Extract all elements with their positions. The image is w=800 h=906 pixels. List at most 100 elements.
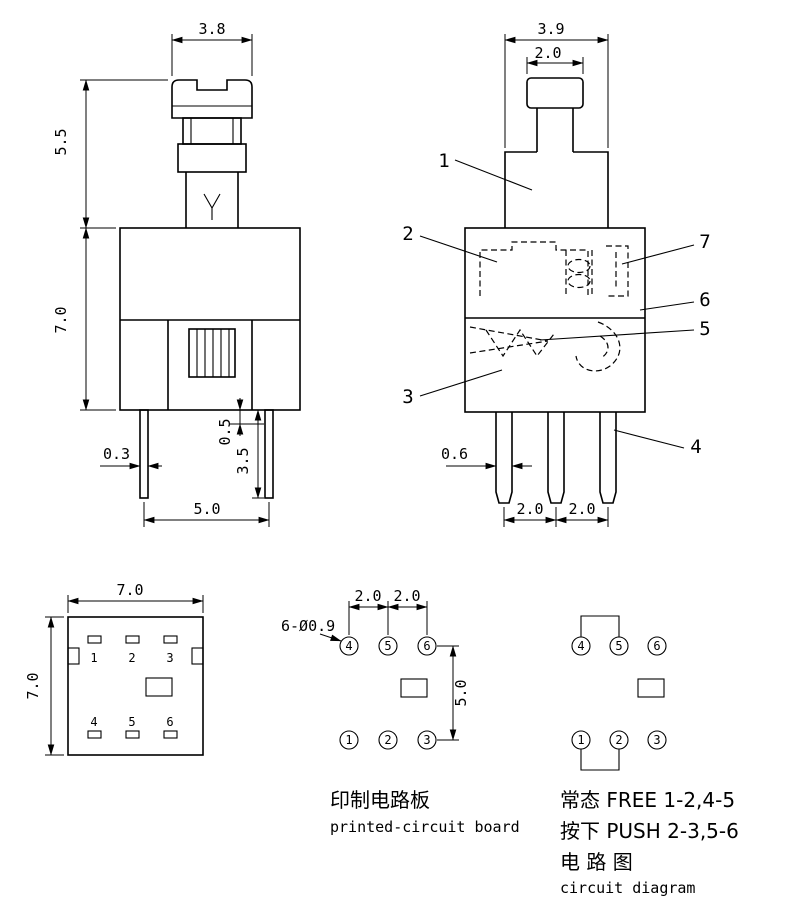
footprint-label-1: 1 xyxy=(90,651,97,665)
footprint-view: 1 2 3 4 5 6 7.0 7.0 xyxy=(24,581,204,756)
section-pin-3 xyxy=(599,412,617,504)
footprint-label-3: 3 xyxy=(166,651,173,665)
dim-label-pin-length: 3.5 xyxy=(234,447,252,474)
section-upper-housing xyxy=(504,151,609,228)
callout-1: 1 xyxy=(438,150,449,172)
pcb-caption-cn: 印制电路板 xyxy=(330,788,430,812)
pcb-hole-2-label: 2 xyxy=(384,733,391,747)
hole-size-callout: 6-Ø0.9 xyxy=(281,617,342,642)
dim-label-row-spacing: 5.0 xyxy=(452,679,470,706)
front-vent-hatch xyxy=(196,329,230,377)
section-coil-turn-1 xyxy=(567,258,591,274)
dim-pin-spacing: 5.0 xyxy=(143,500,270,527)
circuit-terminal-3-label: 3 xyxy=(653,733,660,747)
dim-label-footprint-width: 7.0 xyxy=(116,581,143,599)
circuit-note-normal: 常态 FREE 1-2,4-5 xyxy=(560,788,735,812)
front-stem xyxy=(182,117,242,145)
footprint-label-4: 4 xyxy=(90,715,97,729)
dim-pin-pitch: 2.0 2.0 xyxy=(503,500,609,527)
circuit-link-4-5 xyxy=(580,615,620,637)
section-slider-hidden xyxy=(479,241,589,296)
section-contact-bracket-hidden xyxy=(606,245,629,297)
circuit-terminal-1 xyxy=(571,730,591,750)
callout-6: 6 xyxy=(699,289,710,311)
pcb-hole-5-label: 5 xyxy=(384,639,391,653)
circuit-view: 4 5 6 1 2 3 常态 FREE 1-2,4-5 按下 PUSH 2-3,… xyxy=(560,615,739,897)
footprint-pad-4 xyxy=(87,730,102,739)
section-view-geometry xyxy=(464,77,646,504)
pcb-hole-5 xyxy=(378,636,398,656)
front-flange xyxy=(177,143,247,173)
callout-2: 2 xyxy=(402,223,413,245)
footprint-center-pad xyxy=(145,677,173,697)
dim-pin-length: 3.5 xyxy=(234,409,264,499)
pcb-hole-1-label: 1 xyxy=(345,733,352,747)
callout-6-leader xyxy=(639,301,695,311)
section-body-outline xyxy=(464,227,646,413)
callout-5-leader xyxy=(539,329,695,341)
dim-label-cap-width: 3.8 xyxy=(198,20,225,38)
section-contact-hook-hidden xyxy=(575,321,621,372)
section-spring-zigzag-hidden xyxy=(485,328,555,358)
section-pin-1 xyxy=(495,412,513,504)
circuit-title-cn: 电 路 图 xyxy=(560,850,633,874)
front-left-pin xyxy=(139,409,149,499)
dim-footprint-height: 7.0 xyxy=(24,616,64,756)
section-coil-turn-2 xyxy=(567,273,591,289)
callout-3-leader xyxy=(419,369,503,397)
circuit-terminal-6 xyxy=(647,636,667,656)
section-contact-blades-hidden xyxy=(469,326,549,354)
circuit-terminal-4 xyxy=(571,636,591,656)
dim-body-height: 7.0 xyxy=(52,227,116,411)
pcb-hole-6-label: 6 xyxy=(423,639,430,653)
pcb-center-pad xyxy=(400,678,428,698)
pcb-hole-2 xyxy=(378,730,398,750)
dim-label-section-pin-width: 0.6 xyxy=(441,445,468,463)
section-coil-housing-hidden xyxy=(565,250,593,294)
section-button-stem xyxy=(536,108,574,152)
section-pin-2 xyxy=(547,412,565,504)
dim-label-hole-pitch-left: 2.0 xyxy=(354,587,381,605)
circuit-terminal-5 xyxy=(609,636,629,656)
dim-pin-shoulder: 0.5 xyxy=(216,398,264,446)
front-latch-barb xyxy=(203,193,221,220)
section-callouts: 1 2 3 4 5 6 7 xyxy=(402,150,710,458)
dim-label-body-height: 7.0 xyxy=(52,306,70,333)
callout-2-leader xyxy=(419,235,498,263)
front-right-pin xyxy=(264,409,274,499)
front-cap-outline xyxy=(171,79,253,119)
section-view: 3.9 2.0 0.6 2.0 2.0 1 2 3 4 xyxy=(402,20,711,527)
circuit-center-pad xyxy=(637,678,665,698)
dim-hole-pitch: 2.0 2.0 xyxy=(348,587,428,635)
footprint-pad-3 xyxy=(163,635,178,644)
hole-size-callout-label: 6-Ø0.9 xyxy=(281,617,335,635)
circuit-terminal-4-label: 4 xyxy=(577,639,584,653)
pcb-hole-3-label: 3 xyxy=(423,733,430,747)
dim-label-pin-pitch-left: 2.0 xyxy=(516,500,543,518)
callout-7: 7 xyxy=(699,231,710,253)
footprint-pad-6 xyxy=(163,730,178,739)
section-button-cap xyxy=(526,77,584,109)
dim-label-hole-pitch-right: 2.0 xyxy=(393,587,420,605)
front-view-geometry xyxy=(119,79,301,499)
dim-plunger-height: 5.5 xyxy=(52,79,168,229)
callout-4: 4 xyxy=(690,436,701,458)
callout-1-leader xyxy=(454,159,533,191)
pcb-hole-6 xyxy=(417,636,437,656)
front-body-steps xyxy=(167,320,253,410)
pcb-hole-1 xyxy=(339,730,359,750)
dim-button-width: 2.0 xyxy=(526,44,584,74)
footprint-label-6: 6 xyxy=(166,715,173,729)
pcb-caption-en: printed-circuit board xyxy=(330,818,520,836)
front-body-outline xyxy=(119,227,301,411)
dim-label-footprint-height: 7.0 xyxy=(24,672,42,699)
circuit-link-1-2 xyxy=(580,749,620,771)
dim-footprint-width: 7.0 xyxy=(67,581,204,613)
callout-7-leader xyxy=(621,244,695,265)
circuit-terminal-6-label: 6 xyxy=(653,639,660,653)
dim-label-pin-shoulder: 0.5 xyxy=(216,418,234,445)
circuit-terminal-1-label: 1 xyxy=(577,733,584,747)
circuit-title-en: circuit diagram xyxy=(560,879,695,897)
circuit-terminal-5-label: 5 xyxy=(615,639,622,653)
